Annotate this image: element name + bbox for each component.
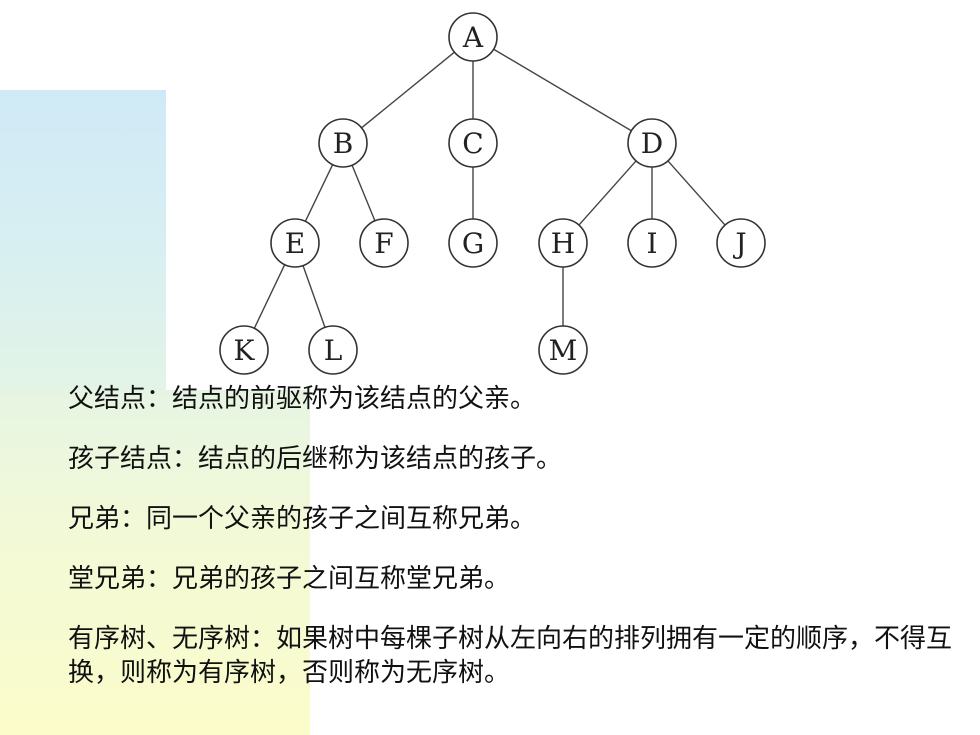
definitions-list: 父结点：结点的前驱称为该结点的父亲。 孩子结点：结点的后继称为该结点的孩子。 兄… — [68, 382, 968, 690]
node-label: K — [234, 334, 256, 367]
node-label: B — [333, 127, 354, 160]
definition-parent-node: 父结点：结点的前驱称为该结点的父亲。 — [68, 384, 537, 414]
node-label: D — [641, 127, 663, 160]
tree-diagram: A B C D E F G H I J K L M — [219, 12, 766, 375]
decorative-gradient-upper — [0, 90, 166, 390]
node-circle — [716, 218, 766, 268]
node-j: J — [716, 218, 766, 268]
node-circle — [219, 325, 269, 375]
edge-a-d — [493, 48, 632, 132]
node-l: L — [308, 325, 358, 375]
definition-child-node: 孩子结点：结点的后继称为该结点的孩子。 — [68, 444, 563, 474]
node-h: H — [538, 218, 588, 268]
node-c: C — [448, 118, 498, 168]
definition-cousin: 堂兄弟：兄弟的孩子之间互称堂兄弟。 — [68, 564, 511, 594]
node-circle — [538, 218, 588, 268]
node-label: E — [285, 227, 305, 260]
node-circle — [308, 325, 358, 375]
edge-d-j — [667, 160, 726, 226]
node-b: B — [318, 118, 368, 168]
node-label: M — [549, 334, 578, 367]
node-label: J — [732, 227, 746, 260]
node-circle — [448, 218, 498, 268]
node-circle — [270, 218, 320, 268]
tree-nodes: A B C D E F G H I J K L M — [219, 12, 766, 375]
node-circle — [448, 12, 498, 62]
node-d: D — [627, 118, 677, 168]
definition-ordered-unordered-tree: 有序树、无序树：如果树中每棵子树从左向右的排列拥有一定的顺序，不得互换，则称为有… — [68, 624, 953, 688]
node-label: H — [551, 227, 575, 260]
edge-a-b — [361, 51, 455, 129]
node-circle — [538, 325, 588, 375]
node-label: A — [462, 21, 484, 54]
decorative-gradient-lower — [0, 390, 310, 735]
node-label: G — [462, 227, 484, 260]
edge-d-h — [578, 160, 637, 226]
node-i: I — [627, 218, 677, 268]
node-label: F — [374, 227, 393, 260]
node-a: A — [448, 12, 498, 62]
edge-e-l — [302, 265, 326, 328]
node-circle — [318, 118, 368, 168]
node-label: C — [462, 127, 483, 160]
node-g: G — [448, 218, 498, 268]
node-circle — [448, 118, 498, 168]
node-e: E — [270, 218, 320, 268]
node-k: K — [219, 325, 269, 375]
definition-sibling: 兄弟：同一个父亲的孩子之间互称兄弟。 — [68, 504, 537, 534]
tree-edges — [253, 48, 726, 329]
edge-e-k — [253, 264, 286, 329]
node-circle — [627, 118, 677, 168]
node-circle — [359, 218, 409, 268]
node-m: M — [538, 325, 588, 375]
node-f: F — [359, 218, 409, 268]
node-label: I — [646, 227, 657, 260]
node-circle — [627, 218, 677, 268]
edge-b-f — [351, 164, 376, 222]
edge-b-e — [304, 164, 334, 222]
node-label: L — [324, 334, 343, 367]
